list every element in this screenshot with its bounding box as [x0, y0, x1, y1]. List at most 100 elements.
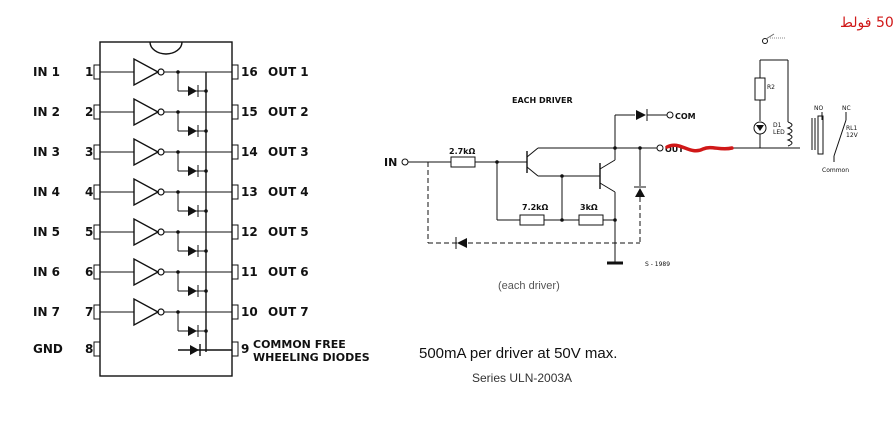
resistor-3k-label: 3kΩ — [580, 203, 598, 212]
resistor-r2-icon — [754, 77, 766, 101]
freewheel-diode-icon — [188, 326, 197, 336]
input-pin-number: 2 — [85, 105, 93, 119]
ic-notch — [149, 41, 183, 55]
input-pin-number: 6 — [85, 265, 93, 279]
driver-title: EACH DRIVER — [512, 96, 573, 105]
output-pin-number: 11 — [241, 265, 258, 279]
common-contact-label: Common — [822, 167, 849, 174]
input-label: IN 5 — [33, 225, 60, 239]
output-pin — [231, 304, 239, 320]
output-label: OUT 3 — [268, 145, 309, 159]
output-pin — [231, 264, 239, 280]
highlight-wire — [665, 143, 734, 153]
inverter-icon — [133, 297, 160, 327]
driver-schematic: EACH DRIVER IN 2.7kΩ 7.2kΩ 3kΩ — [384, 96, 696, 292]
freewheel-diode-icon — [188, 126, 197, 136]
r2-label: R2 — [767, 84, 775, 91]
driver-in-terminal — [401, 158, 409, 166]
input-pin — [93, 184, 101, 200]
nc-label: NC — [842, 105, 851, 112]
gnd-pin-number: 8 — [85, 342, 93, 356]
v12-label: 12V — [846, 132, 859, 139]
ic-pinout — [99, 41, 233, 377]
output-pin-number: 15 — [241, 105, 258, 119]
resistor-2k7-label: 2.7kΩ — [449, 147, 475, 156]
input-pin — [93, 144, 101, 160]
output-pin — [231, 224, 239, 240]
output-label: OUT 6 — [268, 265, 309, 279]
com-diode-icon — [636, 110, 646, 120]
output-pin — [231, 184, 239, 200]
resistor-2k7-icon — [450, 156, 476, 168]
common-pin — [231, 341, 239, 357]
input-pin-number: 1 — [85, 65, 93, 79]
relay-coil-icon — [786, 121, 793, 147]
input-diode-icon — [457, 238, 467, 248]
input-label: IN 7 — [33, 305, 60, 319]
output-pin-number: 12 — [241, 225, 258, 239]
input-label: IN 4 — [33, 185, 60, 199]
output-label: OUT 5 — [268, 225, 309, 239]
common-label-line2: WHEELING DIODES — [253, 351, 370, 364]
freewheel-diode-icon — [188, 246, 197, 256]
output-label: OUT 7 — [268, 305, 309, 319]
diode-8-icon — [190, 345, 199, 355]
relay-circuit: من 5 الى 50 فولط R2 D1 LED NO NC RL1 12V… — [665, 15, 893, 174]
inverter-icon — [133, 217, 160, 247]
relay-rl1-icon — [817, 115, 824, 155]
input-pin-number: 7 — [85, 305, 93, 319]
ic-bottom-row: GND 8 9 COMMON FREE WHEELING DIODES — [33, 338, 370, 364]
ic-body — [99, 41, 233, 377]
inverter-icon — [133, 137, 160, 167]
input-label: IN 1 — [33, 65, 60, 79]
resistor-7k2-label: 7.2kΩ — [522, 203, 548, 212]
relay-switch-icon — [833, 119, 847, 157]
inverter-icon — [133, 257, 160, 287]
output-label: OUT 1 — [268, 65, 309, 79]
inverter-icon — [133, 97, 160, 127]
inverter-icon — [133, 57, 160, 87]
supply-terminal — [762, 38, 768, 44]
series-caption: Series ULN-2003A — [472, 371, 572, 385]
voltage-range-note: من 5 الى 50 فولط — [840, 15, 893, 31]
freewheel-diode-icon — [188, 166, 197, 176]
input-pin — [93, 304, 101, 320]
freewheel-diode-icon — [188, 86, 197, 96]
input-pin — [93, 264, 101, 280]
input-pin — [93, 104, 101, 120]
resistor-7k2-icon — [519, 214, 545, 226]
input-label: IN 6 — [33, 265, 60, 279]
gnd-label: GND — [33, 342, 63, 356]
freewheel-diode-icon — [188, 206, 197, 216]
common-pin-number: 9 — [241, 342, 249, 356]
com-terminal — [666, 111, 674, 119]
output-pin-number: 13 — [241, 185, 258, 199]
d1-label: D1 — [773, 122, 782, 129]
input-pin — [93, 224, 101, 240]
out-terminal — [656, 144, 664, 152]
input-label: IN 3 — [33, 145, 60, 159]
freewheel-diode-icon — [188, 286, 197, 296]
input-pin-number: 5 — [85, 225, 93, 239]
input-pin-number: 4 — [85, 185, 93, 199]
output-label: OUT 4 — [268, 185, 309, 199]
input-label: IN 2 — [33, 105, 60, 119]
resistor-3k-icon — [578, 214, 604, 226]
drawing-code: S - 1989 — [645, 261, 670, 268]
driver-com-label: COM — [675, 112, 696, 121]
output-label: OUT 2 — [268, 105, 309, 119]
driver-out-label: OUT — [665, 145, 684, 154]
common-label-line1: COMMON FREE — [253, 338, 346, 351]
output-pin — [231, 144, 239, 160]
input-pin-number: 3 — [85, 145, 93, 159]
output-pin-number: 16 — [241, 65, 258, 79]
output-pin-number: 14 — [241, 145, 258, 159]
each-driver-note: (each driver) — [498, 280, 560, 292]
led-label: LED — [773, 129, 785, 136]
driver-in-label: IN — [384, 156, 397, 169]
gnd-pin — [93, 341, 101, 357]
inverter-icon — [133, 177, 160, 207]
output-pin — [231, 64, 239, 80]
